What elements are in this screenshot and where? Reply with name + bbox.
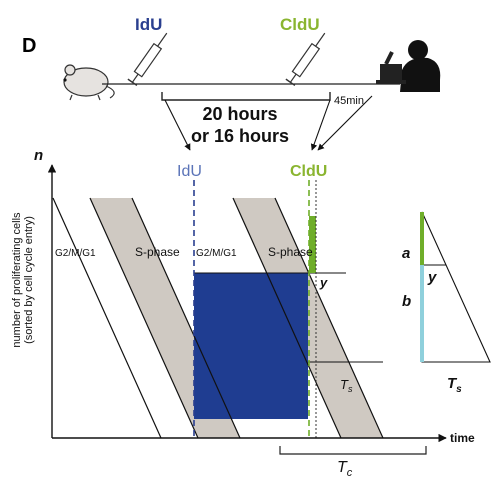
phase-label-g2mg1-2: G2/M/G1 [196,248,237,259]
y-mark-main: y [319,275,328,290]
inset-label-a: a [402,245,410,262]
phase-label-s-phase-1: S-phase [135,245,180,259]
cldu-labeled-bar [309,216,316,273]
cldu-injection-label: CldU [280,15,320,34]
svg-text:Ts: Ts [447,375,462,395]
inset-ts-label: Ts [447,375,462,395]
delay-label: 45min [334,95,364,107]
idu-labeled-block [194,273,308,419]
cell-cycle-lines [52,197,384,439]
panel-label: D [22,35,36,57]
y-axis-title: number of proliferating cells (sorted by… [11,212,35,348]
tc-bracket [279,446,427,455]
syringe-icon-cldu [285,32,326,87]
interval-bracket [161,92,331,101]
inset-label-y: y [427,269,437,286]
microscope-scientist-icon [376,40,441,92]
y-axis-title-line-1: number of proliferating cells [11,212,23,348]
phase-label-g2mg1-1: G2/M/G1 [55,248,96,259]
idu-injection-label: IdU [135,15,162,34]
guide-lines [194,272,383,363]
svg-text:Tc: Tc [337,459,353,479]
marker-cldu: CldU [290,163,327,180]
marker-idu: IdU [177,163,202,180]
interval-label-1: 20 hours [202,104,277,124]
arrow-to-cldu [310,99,331,151]
mouse-icon [63,64,115,101]
svg-text:Ts: Ts [340,377,353,394]
syringe-icon-idu [127,32,168,87]
x-axis-label-time: time [450,431,475,445]
inset-cyan-segment [420,265,424,362]
interval-label-2: or 16 hours [191,126,289,146]
arrow-to-sample [317,95,373,151]
ts-main-label: Ts [340,377,353,394]
inset-green-segment [420,212,424,265]
phase-label-s-phase-2: S-phase [268,245,313,259]
tc-label: Tc [337,459,353,479]
arrow-to-idu [164,99,191,151]
inset-label-b: b [402,293,411,310]
y-axis-title-line-2: (sorted by cell cycle entry) [23,216,35,344]
y-axis-label-n: n [34,147,43,164]
inset-triangle [420,211,491,363]
